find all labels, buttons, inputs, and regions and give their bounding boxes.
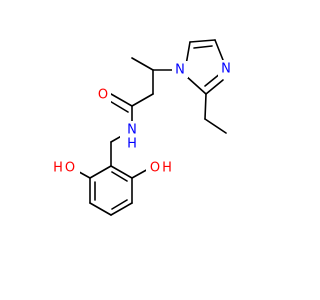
atom-labels: N N O N H H O O H <box>52 60 234 176</box>
bond-ethyl-1 <box>204 93 207 120</box>
atom-n1-label: N <box>175 63 185 78</box>
atom-amide-n-label: N <box>127 123 137 138</box>
bond-imid-3 <box>214 39 224 61</box>
bond-ring-1 <box>89 165 112 179</box>
atom-o1-label: O <box>65 161 75 176</box>
bond-methyl-ch <box>131 57 154 71</box>
atom-amide-h-label: H <box>127 137 137 152</box>
bond-ch2-carbonyl <box>131 93 154 107</box>
molecule-canvas: N N O N H H O O H <box>52 39 234 216</box>
bond-imid-5 <box>185 75 207 95</box>
bond-imid-2 <box>189 39 216 43</box>
bond-imid-4 <box>205 79 224 95</box>
atom-n2-label: N <box>221 62 231 77</box>
bond-ethyl-2 <box>204 118 227 134</box>
bond-carbonyl-o-2 <box>107 99 129 113</box>
atom-o2-label: O <box>150 161 160 176</box>
atom-o2-h-label: H <box>162 161 172 176</box>
structure-diagram: N N O N H H O O H <box>52 39 234 216</box>
bond-ring-4 <box>110 202 133 216</box>
atom-o1-h-label: H <box>53 161 63 176</box>
bonds <box>71 39 227 216</box>
bond-imid-2b <box>193 45 213 49</box>
bond-ring-6 <box>110 165 133 179</box>
bond-ring-inner-2 <box>111 199 128 210</box>
bond-ring-3 <box>89 202 112 216</box>
atom-carbonyl-o-label: O <box>98 88 108 103</box>
bond-carbonyl-o-1 <box>110 93 133 107</box>
bond-ring-inner-3 <box>111 171 128 182</box>
